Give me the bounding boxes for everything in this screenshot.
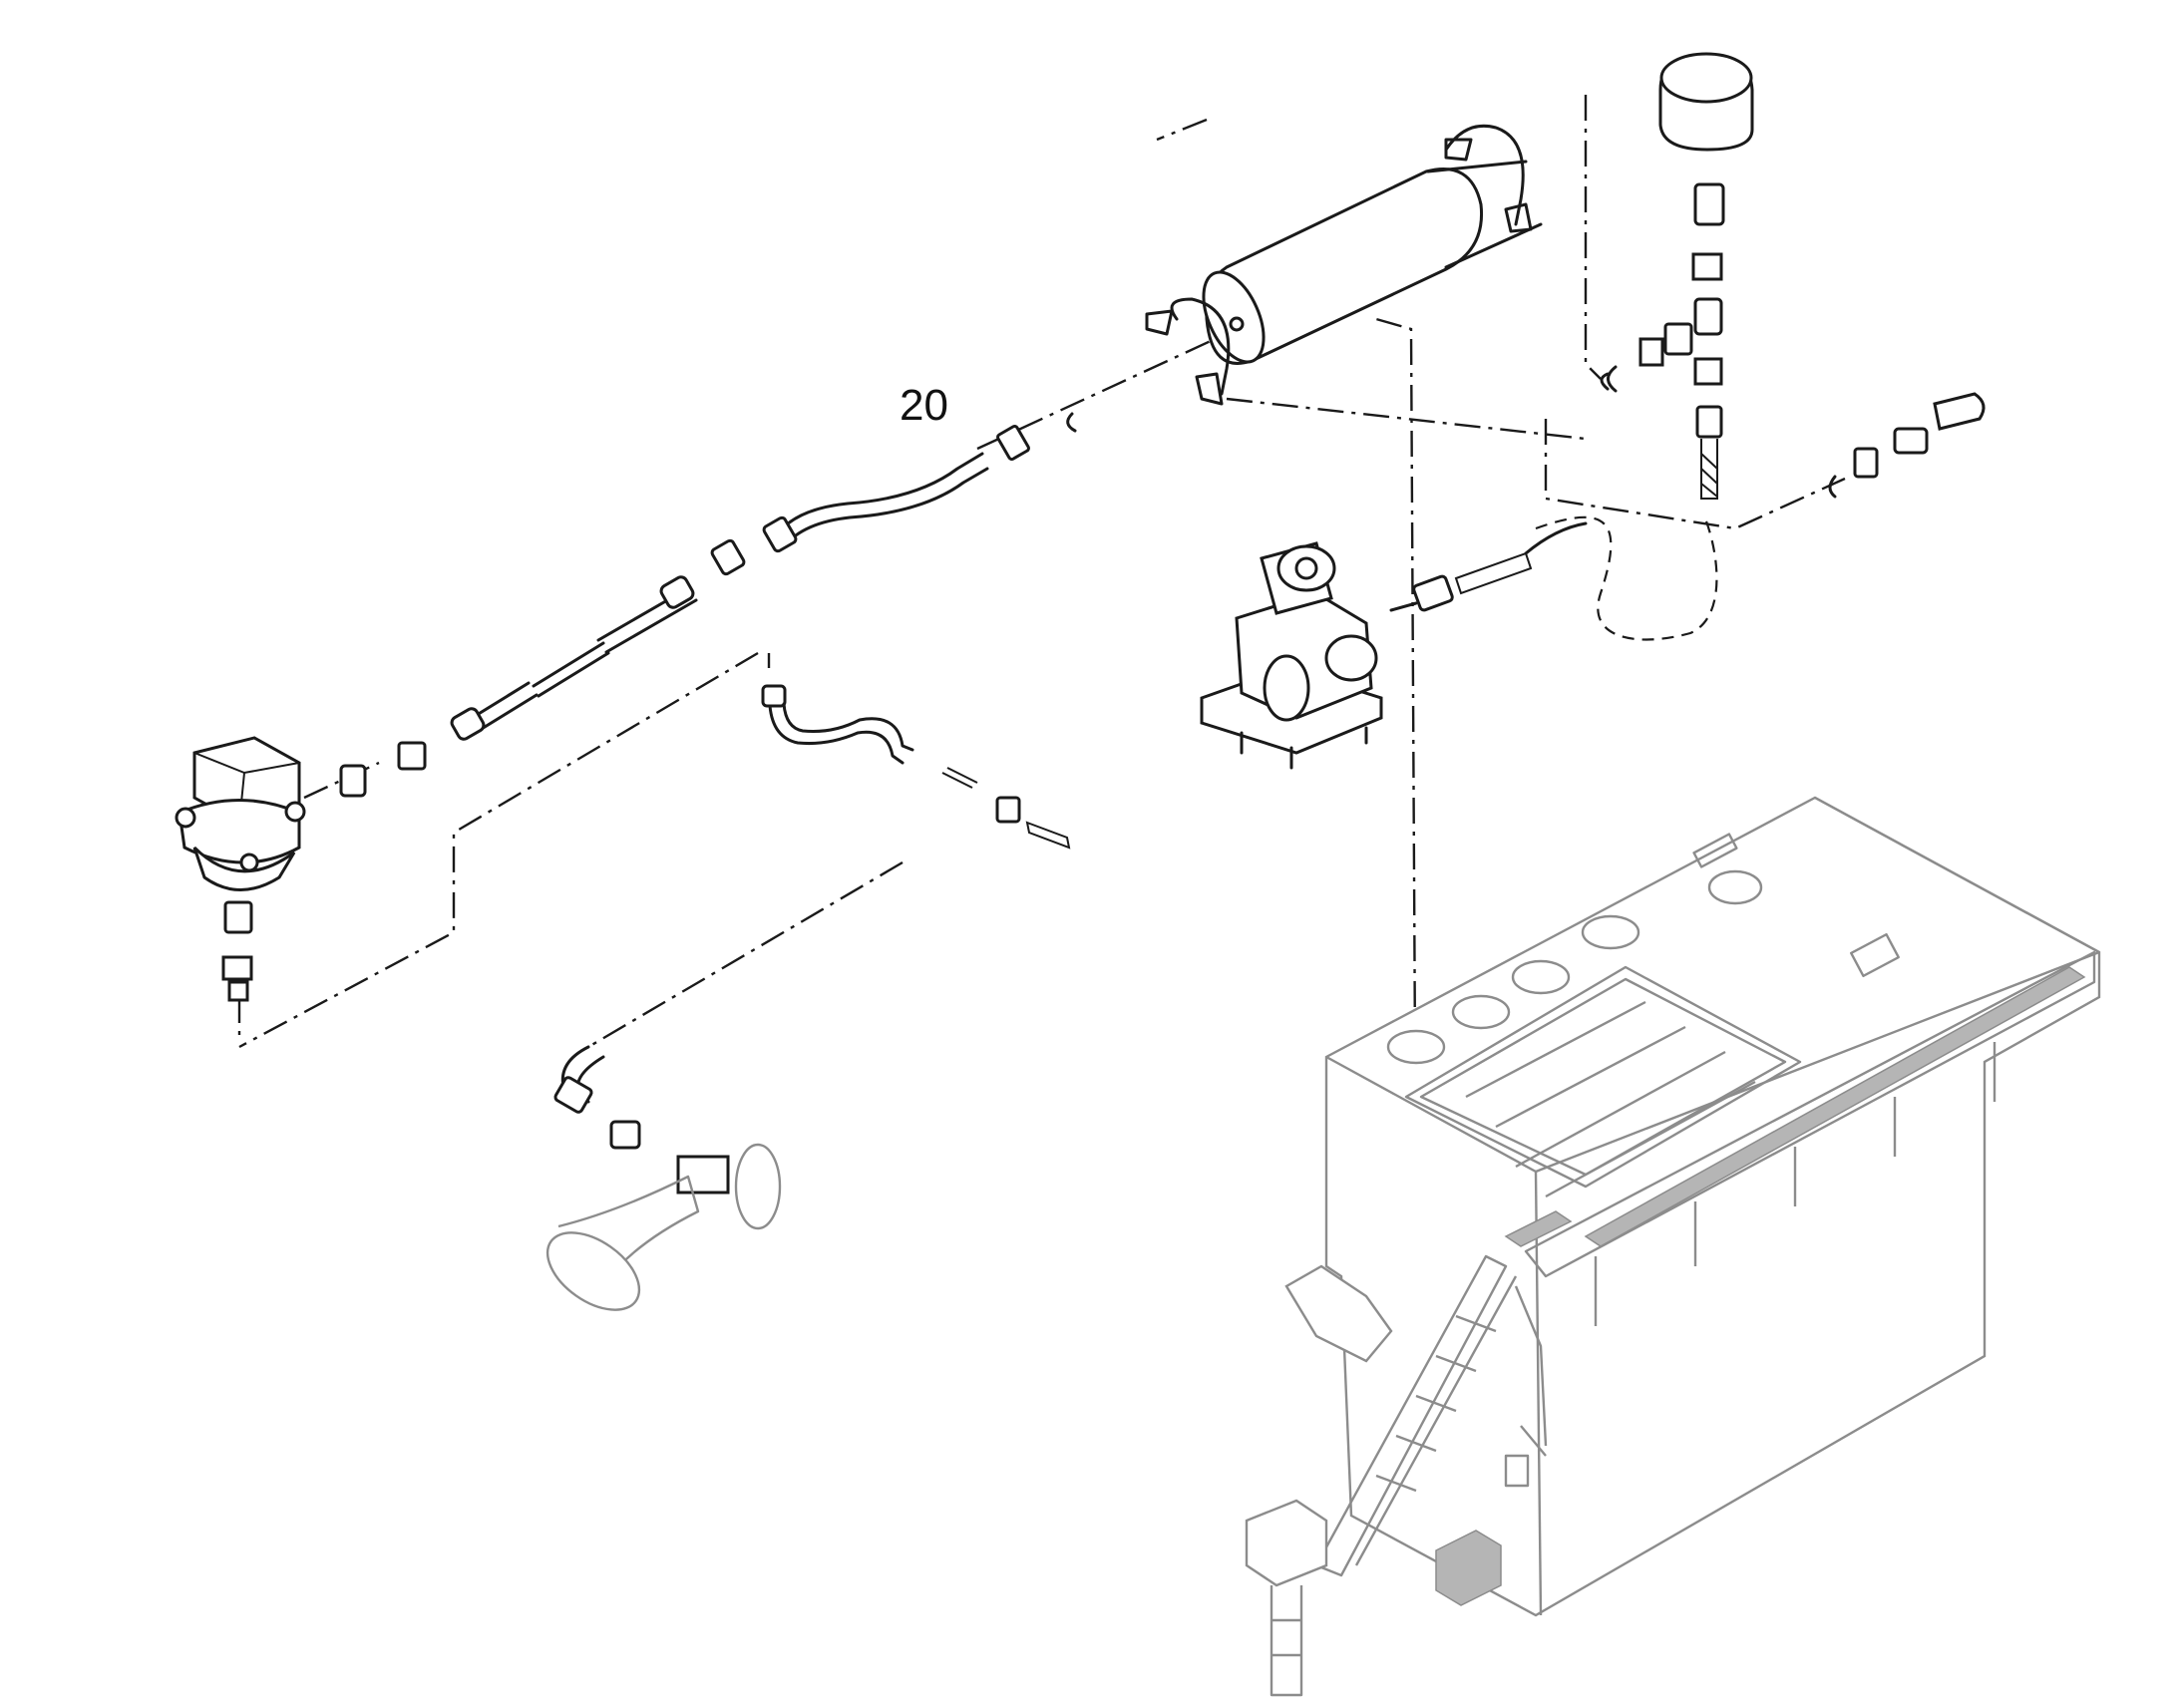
center-lines	[237, 95, 1846, 1237]
straight-pipe	[450, 575, 698, 741]
callout-20-label: 20	[900, 381, 948, 430]
magnet-valve	[175, 736, 306, 1002]
cab-structure-ghost	[1245, 796, 2101, 1697]
right-fittings	[1828, 392, 1986, 499]
air-horn	[545, 1045, 782, 1311]
hose-route	[1535, 515, 1718, 641]
compressor-module	[1200, 521, 1588, 770]
left-fittings	[339, 741, 427, 798]
air-reservoir-tank	[1145, 124, 1543, 406]
middle-hose	[761, 684, 1071, 850]
pressure-gauge-assembly	[1600, 52, 1754, 500]
main-hose	[710, 412, 1077, 576]
